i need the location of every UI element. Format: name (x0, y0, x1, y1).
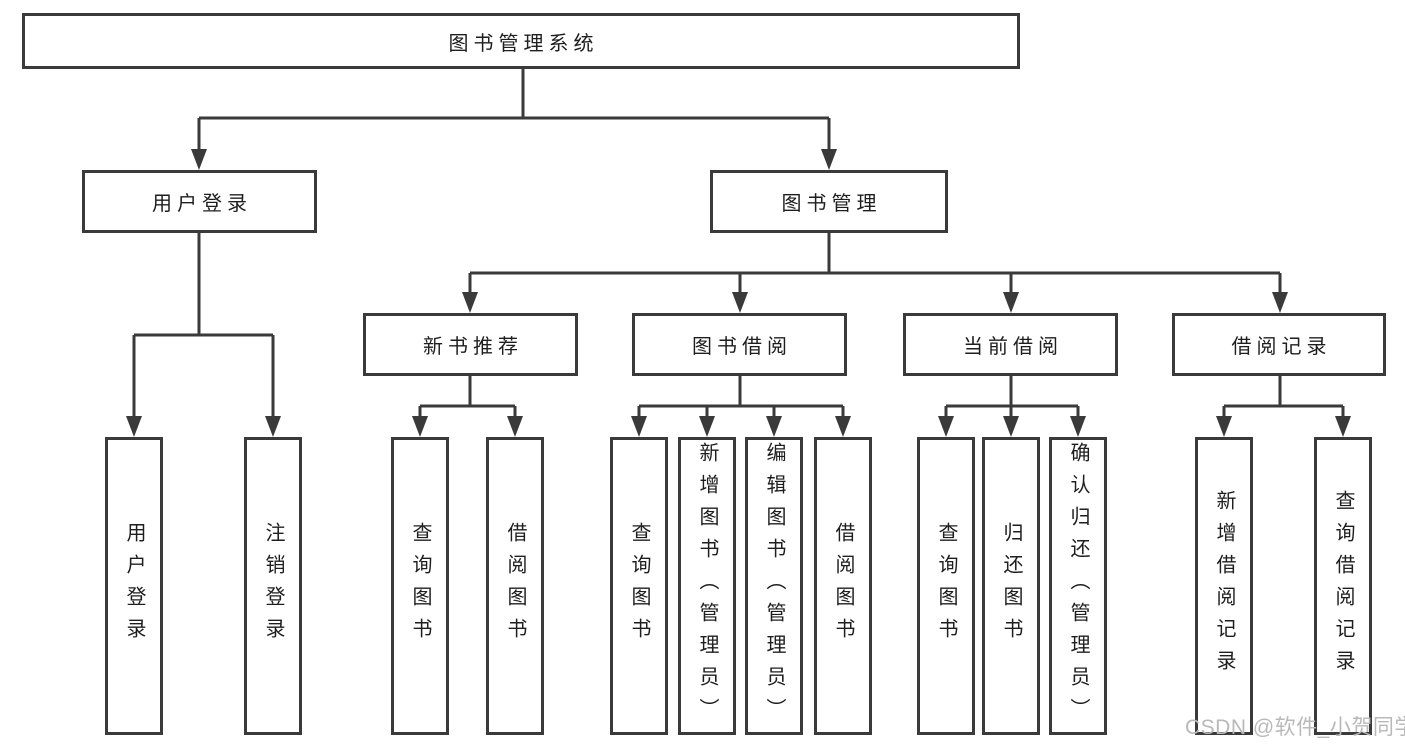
node-book-borrowing: 图书借阅 (632, 313, 847, 376)
leaf-user-login: 用户登录 (105, 437, 163, 735)
leaf-add-borrow-record: 新增借阅记录 (1195, 437, 1253, 735)
leaf-label: 注销登录 (262, 522, 284, 650)
leaf-label: 新增图书（管理员） (696, 442, 718, 730)
leaf-query-borrow-record: 查询借阅记录 (1314, 437, 1372, 735)
leaf-newbook-query-books: 查询图书 (391, 437, 449, 735)
leaf-borrow-query-books: 查询图书 (610, 437, 668, 735)
leaf-label: 查询图书 (628, 522, 650, 650)
leaf-label: 借阅图书 (832, 522, 854, 650)
edge-lines (132, 69, 1345, 419)
node-borrowing-records: 借阅记录 (1172, 313, 1386, 376)
node-book-management: 图书管理 (710, 170, 948, 233)
node-current-borrowing: 当前借阅 (903, 313, 1118, 376)
leaf-confirm-return-admin: 确认归还（管理员） (1049, 437, 1107, 735)
leaf-label: 查询借阅记录 (1332, 490, 1354, 682)
node-user-login: 用户登录 (82, 170, 317, 233)
leaf-logout: 注销登录 (244, 437, 302, 735)
leaf-label: 编辑图书（管理员） (763, 442, 785, 730)
node-root: 图书管理系统 (22, 13, 1020, 69)
leaf-label: 新增借阅记录 (1213, 490, 1235, 682)
leaf-label: 确认归还（管理员） (1067, 442, 1089, 730)
leaf-label: 查询图书 (935, 522, 957, 650)
leaf-current-query-books: 查询图书 (917, 437, 975, 735)
leaf-label: 借阅图书 (504, 522, 526, 650)
leaf-return-books: 归还图书 (982, 437, 1040, 735)
leaf-edit-book-admin: 编辑图书（管理员） (745, 437, 803, 735)
arrowheads (126, 149, 1351, 437)
leaf-newbook-borrow-books: 借阅图书 (486, 437, 544, 735)
leaf-label: 查询图书 (409, 522, 431, 650)
node-new-book-recommend: 新书推荐 (363, 313, 578, 376)
leaf-add-book-admin: 新增图书（管理员） (678, 437, 736, 735)
leaf-borrow-borrow-books: 借阅图书 (814, 437, 872, 735)
csdn-watermark: CSDN @软件_小贺同学 (1185, 716, 1405, 739)
leaf-label: 归还图书 (1000, 522, 1022, 650)
leaf-label: 用户登录 (123, 522, 145, 650)
